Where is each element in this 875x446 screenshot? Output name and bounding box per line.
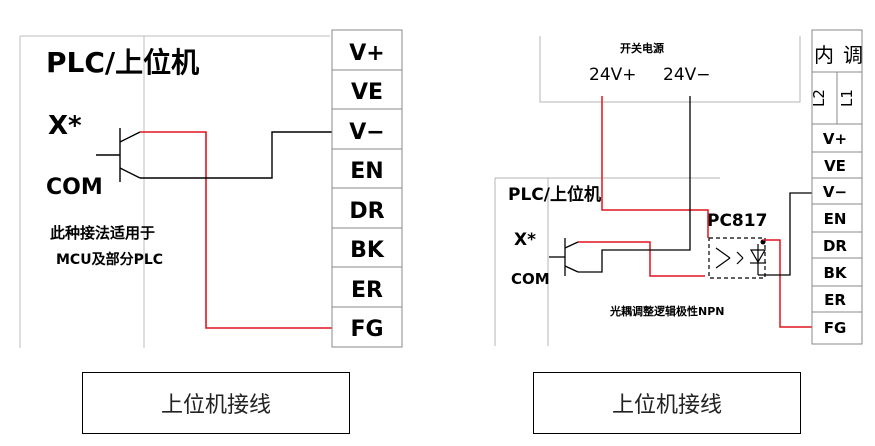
left-caption: 上位机接线: [82, 372, 350, 434]
right-terminal-ve: VE: [824, 157, 846, 175]
left-terminal-en: EN: [350, 159, 383, 184]
optocoupler-led-icon: [749, 239, 767, 275]
left-terminal-block: V+ VE V− EN DR BK ER FG: [331, 29, 403, 348]
left-note-line2: MCU及部分PLC: [56, 251, 163, 268]
left-terminal-ve: VE: [351, 80, 383, 105]
right-terminal-en: EN: [824, 210, 847, 228]
right-terminal-block: 内 调 L2 L1 V+ VE V− EN DR BK ER FG: [810, 29, 863, 345]
right-terminal-bk: BK: [823, 264, 847, 282]
left-plc-label: PLC/上位机: [46, 46, 199, 79]
right-com-label: COM: [511, 270, 550, 288]
left-terminal-bk: BK: [350, 238, 385, 263]
power-pos-label: 24V+: [589, 65, 637, 85]
left-panel: PLC/上位机 X* COM 此种接法适用于 MCU及部分PLC V+ VE: [19, 29, 403, 348]
left-plc-box: [19, 35, 330, 348]
left-terminal-er: ER: [351, 278, 383, 303]
left-red-wire: [140, 131, 332, 329]
right-red-wire-plc: [578, 241, 705, 277]
left-input-label: X*: [48, 111, 82, 141]
power-neg-label: 24V−: [663, 65, 711, 85]
right-input-label: X*: [514, 230, 536, 250]
right-red-wire-supply: [601, 96, 709, 238]
right-note: 光耦调整逻辑极性NPN: [609, 304, 724, 318]
right-red-wire-fg: [763, 239, 812, 328]
left-com-label: COM: [46, 175, 103, 200]
left-black-wire: [140, 131, 332, 179]
right-terminal-fg: FG: [824, 319, 847, 337]
right-terminal-dr: DR: [823, 237, 847, 255]
right-terminal-er: ER: [824, 291, 846, 309]
right-terminal-vplus: V+: [823, 130, 847, 148]
optocoupler-label: PC817: [707, 211, 767, 231]
power-supply-label: 开关电源: [620, 41, 664, 55]
right-terminal-vminus: V−: [823, 183, 847, 201]
right-plc-box: [494, 177, 720, 346]
left-terminal-dr: DR: [349, 199, 384, 224]
power-supply-box: [539, 36, 801, 103]
right-panel: 开关电源 24V+ 24V− PLC/上位机 X* COM 光耦调整逻辑极性NP…: [494, 29, 863, 346]
right-black-wire-supply: [578, 96, 691, 273]
left-terminal-fg: FG: [350, 317, 383, 342]
left-terminal-vminus: V−: [349, 120, 384, 145]
right-side-label-2: 调: [843, 43, 863, 67]
right-transistor-icon: [549, 238, 579, 276]
l2-label: L2: [810, 89, 828, 107]
left-transistor-icon: [96, 128, 141, 182]
right-caption: 上位机接线: [533, 372, 801, 434]
left-note-line1: 此种接法适用于: [50, 224, 155, 242]
optocoupler-box: [708, 237, 766, 279]
right-black-wire-vminus: [758, 192, 812, 276]
l1-label: L1: [838, 89, 856, 107]
right-side-label-1: 内: [814, 43, 834, 67]
right-plc-label: PLC/上位机: [508, 184, 601, 205]
optocoupler-diode-icon: [715, 247, 744, 269]
left-terminal-vplus: V+: [349, 41, 384, 66]
